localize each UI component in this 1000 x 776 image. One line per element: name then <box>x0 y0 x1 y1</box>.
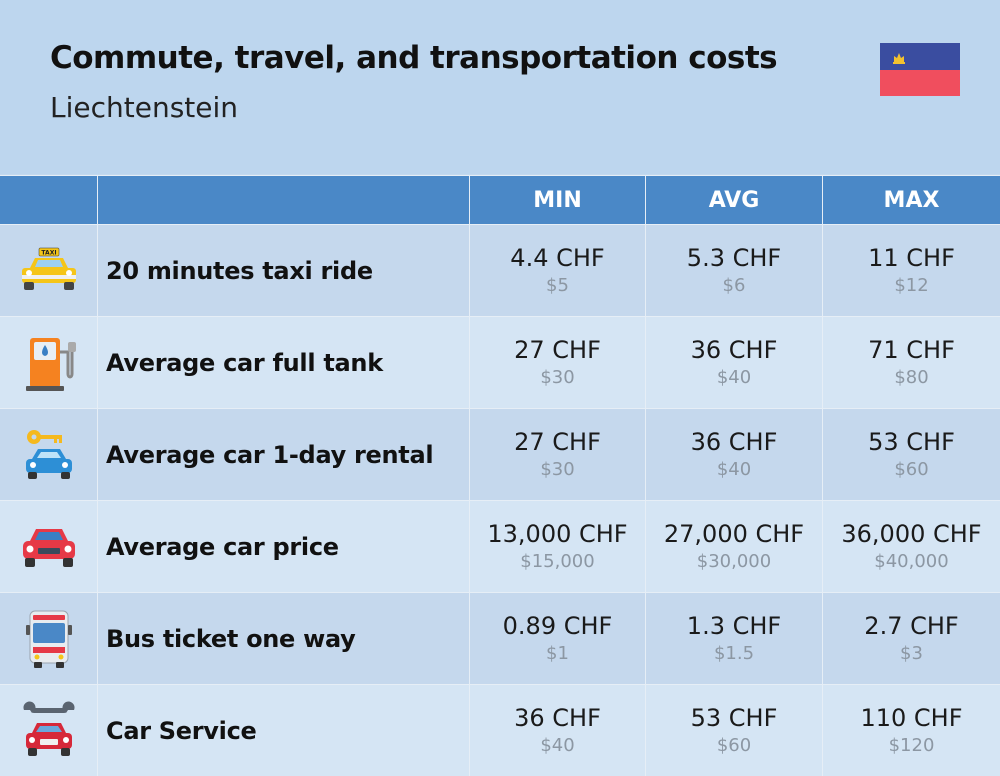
row-label: Bus ticket one way <box>97 593 469 684</box>
avg-chf: 5.3 CHF <box>686 243 782 272</box>
row-label: Average car 1-day rental <box>97 409 469 500</box>
table-row: TAXI 20 minutes taxi ride 4.4 CHF $5 5.3… <box>0 225 1000 317</box>
avg-cell: 27,000 CHF $30,000 <box>645 501 822 592</box>
min-usd: $1 <box>546 642 569 664</box>
row-label: Average car full tank <box>97 317 469 408</box>
svg-text:TAXI: TAXI <box>41 249 56 256</box>
avg-cell: 53 CHF $60 <box>645 685 822 776</box>
max-usd: $60 <box>894 458 929 480</box>
max-chf: 36,000 CHF <box>841 519 982 548</box>
max-chf: 2.7 CHF <box>864 611 959 640</box>
car-key-icon <box>25 429 72 479</box>
min-cell: 13,000 CHF $15,000 <box>469 501 645 592</box>
max-cell: 110 CHF $120 <box>822 685 1000 776</box>
taxi-icon: TAXI <box>21 247 76 290</box>
max-chf: 11 CHF <box>868 243 955 272</box>
max-usd: $120 <box>888 734 935 756</box>
fuel-pump-icon <box>25 337 76 391</box>
liechtenstein-flag-icon <box>880 43 960 96</box>
min-cell: 27 CHF $30 <box>469 409 645 500</box>
min-cell: 27 CHF $30 <box>469 317 645 408</box>
bus-icon <box>25 610 72 668</box>
avg-usd: $6 <box>722 274 746 296</box>
avg-chf: 1.3 CHF <box>686 611 782 640</box>
table-row: Bus ticket one way 0.89 CHF $1 1.3 CHF $… <box>0 593 1000 685</box>
car-service-wrench-icon <box>22 701 75 756</box>
min-cell: 4.4 CHF $5 <box>469 225 645 316</box>
header-avg: AVG <box>645 176 822 224</box>
avg-usd: $30,000 <box>696 550 772 572</box>
table-row: Average car price 13,000 CHF $15,000 27,… <box>0 501 1000 593</box>
table-header: MIN AVG MAX <box>0 175 1000 225</box>
min-cell: 0.89 CHF $1 <box>469 593 645 684</box>
avg-usd: $1.5 <box>713 642 755 664</box>
max-cell: 71 CHF $80 <box>822 317 1000 408</box>
table-row: Average car 1-day rental 27 CHF $30 36 C… <box>0 409 1000 501</box>
max-chf: 71 CHF <box>868 335 955 364</box>
max-usd: $40,000 <box>874 550 949 572</box>
min-chf: 36 CHF <box>514 703 601 732</box>
max-cell: 36,000 CHF $40,000 <box>822 501 1000 592</box>
max-cell: 11 CHF $12 <box>822 225 1000 316</box>
cost-table: MIN AVG MAX TAXI 20 minutes taxi ride 4.… <box>0 175 1000 776</box>
header-icon-col <box>0 176 97 224</box>
avg-chf: 36 CHF <box>690 427 778 456</box>
avg-cell: 36 CHF $40 <box>645 409 822 500</box>
row-label: Car Service <box>97 685 469 776</box>
max-cell: 53 CHF $60 <box>822 409 1000 500</box>
header-max: MAX <box>822 176 1000 224</box>
min-usd: $40 <box>540 734 575 756</box>
avg-cell: 1.3 CHF $1.5 <box>645 593 822 684</box>
avg-usd: $40 <box>716 366 752 388</box>
min-chf: 0.89 CHF <box>502 611 613 640</box>
avg-cell: 36 CHF $40 <box>645 317 822 408</box>
max-cell: 2.7 CHF $3 <box>822 593 1000 684</box>
min-usd: $30 <box>540 366 575 388</box>
min-chf: 27 CHF <box>514 335 601 364</box>
min-chf: 4.4 CHF <box>510 243 605 272</box>
min-usd: $15,000 <box>520 550 595 572</box>
page-header: Commute, travel, and transportation cost… <box>0 0 1000 174</box>
avg-usd: $60 <box>716 734 752 756</box>
max-chf: 53 CHF <box>868 427 955 456</box>
row-label: Average car price <box>97 501 469 592</box>
min-usd: $5 <box>546 274 569 296</box>
car-icon <box>22 528 75 567</box>
table-row: Car Service 36 CHF $40 53 CHF $60 110 CH… <box>0 685 1000 776</box>
min-usd: $30 <box>540 458 575 480</box>
header-label-col <box>97 176 469 224</box>
avg-usd: $40 <box>716 458 752 480</box>
row-label: 20 minutes taxi ride <box>97 225 469 316</box>
table-row: Average car full tank 27 CHF $30 36 CHF … <box>0 317 1000 409</box>
avg-chf: 53 CHF <box>690 703 778 732</box>
header-min: MIN <box>469 176 645 224</box>
avg-chf: 27,000 CHF <box>663 519 805 548</box>
page-subtitle: Liechtenstein <box>50 91 239 124</box>
min-chf: 13,000 CHF <box>487 519 628 548</box>
avg-cell: 5.3 CHF $6 <box>645 225 822 316</box>
min-cell: 36 CHF $40 <box>469 685 645 776</box>
max-usd: $12 <box>894 274 929 296</box>
avg-chf: 36 CHF <box>690 335 778 364</box>
max-usd: $80 <box>894 366 929 388</box>
max-usd: $3 <box>900 642 923 664</box>
max-chf: 110 CHF <box>860 703 963 732</box>
page-title: Commute, travel, and transportation cost… <box>50 40 778 76</box>
min-chf: 27 CHF <box>514 427 601 456</box>
